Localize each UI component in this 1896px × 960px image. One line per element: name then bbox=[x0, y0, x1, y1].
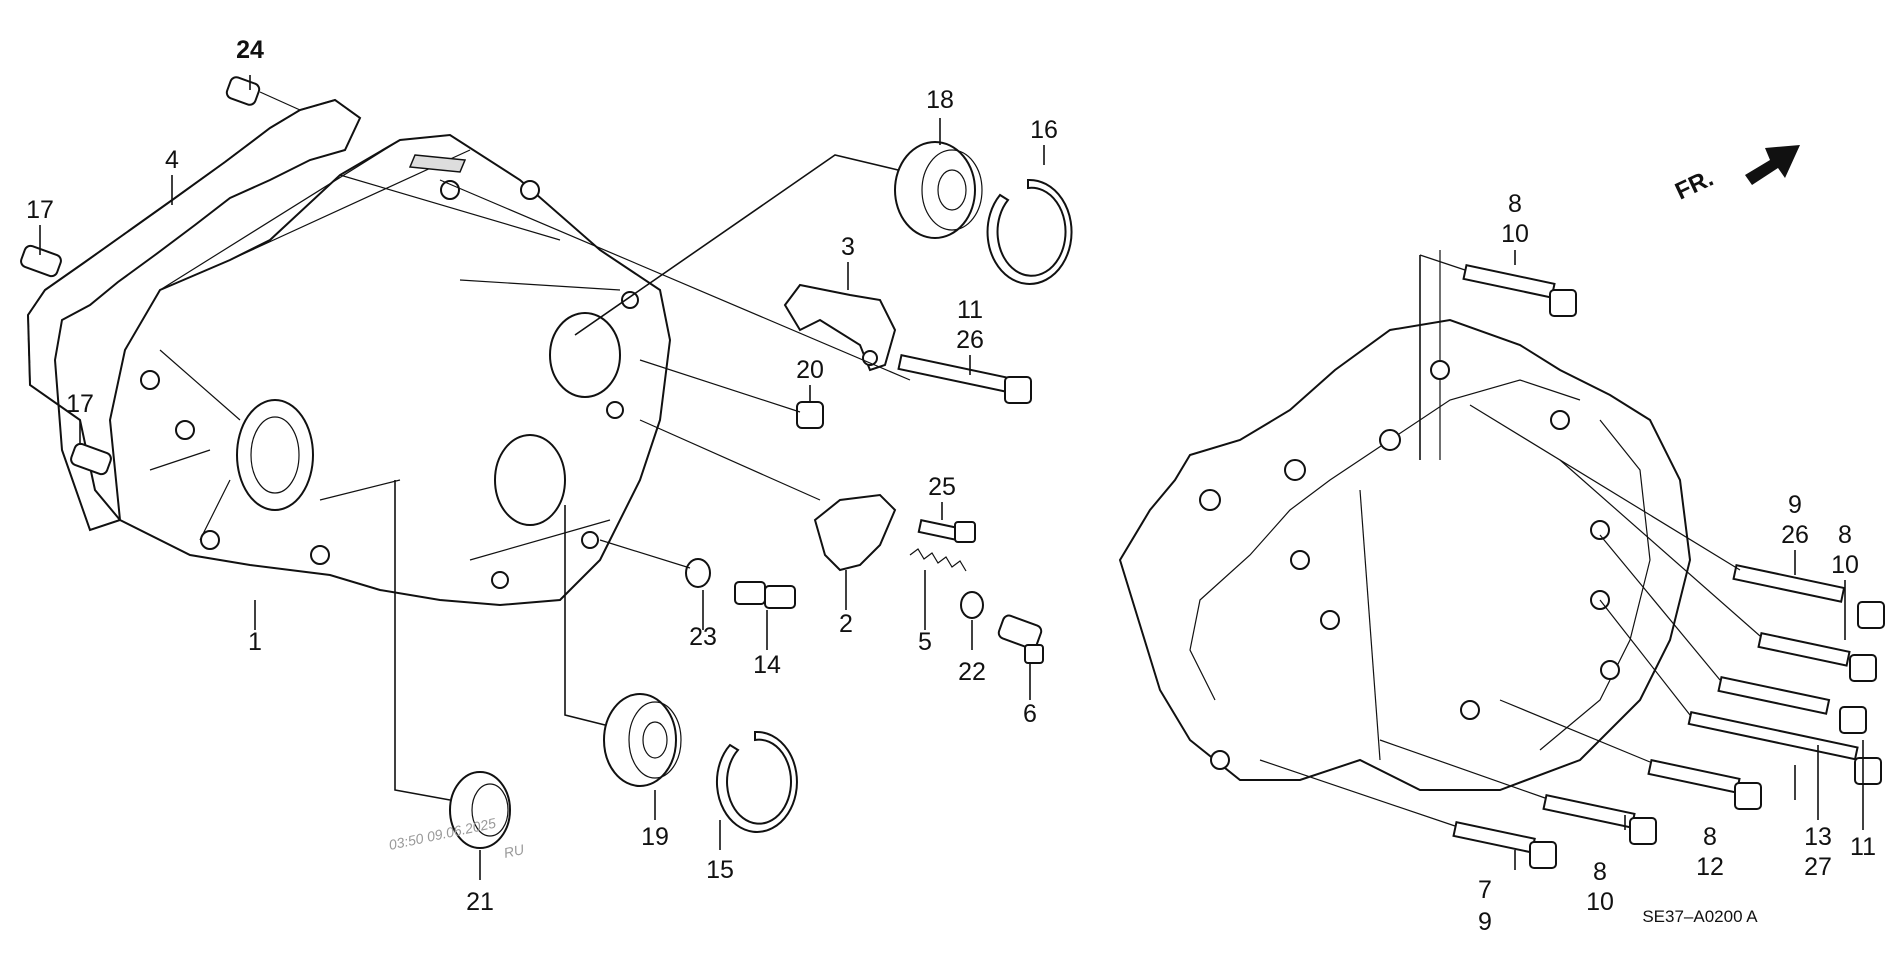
dowel-pin-24 bbox=[225, 76, 261, 106]
bolt-11-right bbox=[1717, 675, 1867, 734]
callout-8-bottom: 8 bbox=[1593, 858, 1607, 886]
oil-seal-21 bbox=[449, 771, 511, 849]
dowel-pin-17-bottom bbox=[70, 442, 112, 476]
front-label: FR. bbox=[1671, 165, 1717, 206]
callout-24: 24 bbox=[236, 36, 264, 64]
bolt-9-26 bbox=[1732, 563, 1885, 629]
callout-13: 13 bbox=[1804, 823, 1832, 851]
bearing-19 bbox=[603, 693, 682, 787]
bolt-8-12 bbox=[1647, 758, 1762, 810]
callout-17-bottom: 17 bbox=[66, 390, 94, 418]
washer-23 bbox=[685, 558, 711, 588]
callout-25: 25 bbox=[928, 473, 956, 501]
callout-10-top: 10 bbox=[1501, 220, 1529, 248]
callout-11-right: 11 bbox=[1850, 833, 1876, 861]
snap-ring-16 bbox=[986, 178, 1073, 285]
callout-26-right: 26 bbox=[1781, 521, 1809, 549]
callout-6: 6 bbox=[1023, 700, 1037, 728]
callout-21: 21 bbox=[466, 888, 494, 916]
bolt-25 bbox=[917, 518, 976, 543]
callout-18: 18 bbox=[926, 86, 954, 114]
callout-12: 12 bbox=[1696, 853, 1724, 881]
callout-8-top: 8 bbox=[1508, 190, 1522, 218]
washer-22 bbox=[960, 591, 984, 619]
callout-8-lower: 8 bbox=[1703, 823, 1717, 851]
callout-22: 22 bbox=[958, 658, 986, 686]
bolt-11-26 bbox=[897, 353, 1032, 404]
callout-7: 7 bbox=[1478, 876, 1492, 904]
gasket-4 bbox=[26, 98, 362, 532]
callout-9-bottom: 9 bbox=[1478, 908, 1492, 936]
callout-8-right: 8 bbox=[1838, 521, 1852, 549]
transmission-case-1 bbox=[108, 133, 672, 607]
bolt-7-9 bbox=[1452, 820, 1557, 869]
callout-5: 5 bbox=[918, 628, 932, 656]
callout-19: 19 bbox=[641, 823, 669, 851]
dowel-pin-17-top bbox=[20, 244, 62, 278]
plug-6 bbox=[997, 614, 1044, 664]
callout-17-top: 17 bbox=[26, 196, 54, 224]
watermark-domain: RU bbox=[502, 841, 526, 861]
callout-16: 16 bbox=[1030, 116, 1058, 144]
front-direction-arrow bbox=[1745, 145, 1800, 185]
callout-4: 4 bbox=[165, 146, 179, 174]
callout-26-left: 26 bbox=[956, 326, 984, 354]
diagram-code: SE37–A0200 A bbox=[1642, 907, 1758, 926]
bolt-14 bbox=[734, 581, 796, 609]
callout-1: 1 bbox=[248, 628, 262, 656]
callout-14: 14 bbox=[753, 651, 781, 679]
clutch-housing-outline bbox=[1118, 250, 1692, 791]
callout-20: 20 bbox=[796, 356, 824, 384]
snap-ring-15 bbox=[715, 730, 798, 833]
bolt-8-10-right bbox=[1757, 631, 1877, 682]
callout-15: 15 bbox=[706, 856, 734, 884]
nut-20 bbox=[796, 401, 824, 429]
callout-10-right: 10 bbox=[1831, 551, 1859, 579]
bolt-8-10-top bbox=[1462, 263, 1577, 317]
callout-3: 3 bbox=[841, 233, 855, 261]
callout-9-right: 9 bbox=[1788, 491, 1802, 519]
callout-23: 23 bbox=[689, 623, 717, 651]
callout-10-bottom: 10 bbox=[1586, 888, 1614, 916]
bolt-8-10-bottom bbox=[1542, 793, 1657, 845]
spring-5 bbox=[909, 548, 967, 572]
cover-2 bbox=[813, 493, 897, 572]
bearing-18 bbox=[894, 141, 983, 239]
stay-3 bbox=[783, 283, 897, 372]
callout-11-left: 11 bbox=[957, 296, 983, 324]
callout-27: 27 bbox=[1804, 853, 1832, 881]
bolt-13-27 bbox=[1687, 710, 1882, 785]
callout-2: 2 bbox=[839, 610, 853, 638]
